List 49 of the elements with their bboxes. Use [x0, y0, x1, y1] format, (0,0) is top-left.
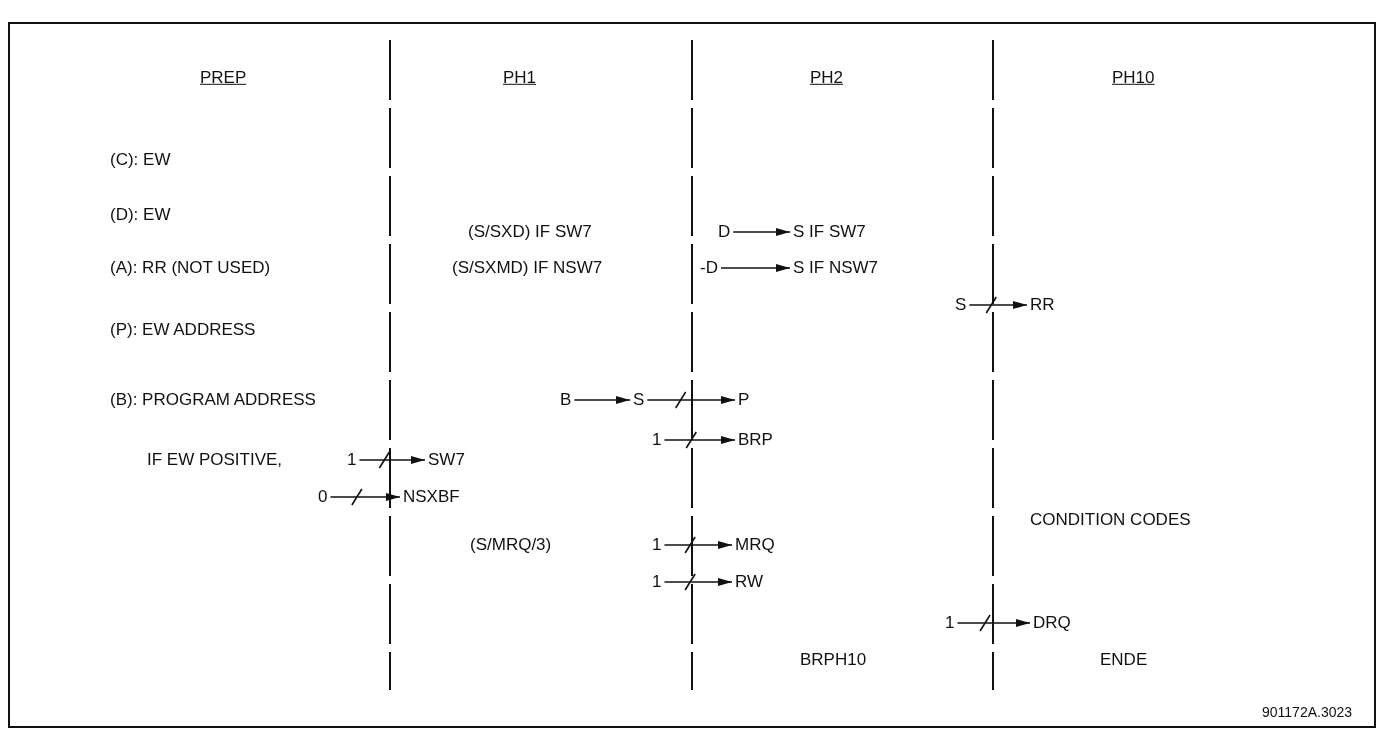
- condition-note: (S/SXD) IF SW7: [468, 221, 592, 243]
- signal-name: B: [560, 389, 572, 411]
- signal-name: NSXBF: [403, 486, 460, 508]
- condition-note: IF EW POSITIVE,: [147, 449, 283, 471]
- register-note: (A): RR (NOT USED): [110, 257, 271, 279]
- step-note: ENDE: [1100, 649, 1148, 671]
- signal-name: S: [955, 294, 967, 316]
- signal-name: S IF SW7: [793, 221, 866, 243]
- condition-note: (S/SXMD) IF NSW7: [452, 257, 603, 279]
- arrow: [663, 573, 733, 591]
- signal-name: S: [633, 389, 645, 411]
- signal-name: 1: [347, 449, 357, 471]
- arrow: [663, 431, 736, 449]
- signal-name: 1: [945, 612, 955, 634]
- arrow: [968, 296, 1028, 314]
- register-note: (C): EW: [110, 149, 171, 171]
- signal-name: DRQ: [1033, 612, 1071, 634]
- signal-name: D: [718, 221, 731, 243]
- signal-name: -D: [700, 257, 718, 279]
- phase-heading: PREP: [200, 67, 247, 89]
- arrow: [720, 264, 791, 272]
- arrow: [573, 396, 631, 404]
- signal-name: MRQ: [735, 534, 775, 556]
- signal-name: 1: [652, 534, 662, 556]
- register-note: (S/MRQ/3): [470, 534, 552, 556]
- signal-name: S IF NSW7: [793, 257, 878, 279]
- step-note: BRPH10: [800, 649, 867, 671]
- signal-name: RW: [735, 571, 763, 593]
- condition-note: CONDITION CODES: [1030, 509, 1191, 531]
- signal-name: P: [738, 389, 750, 411]
- figure-number: 901172A.3023: [1262, 703, 1353, 721]
- phase-heading: PH2: [810, 67, 844, 89]
- register-note: (D): EW: [110, 204, 171, 226]
- arrow: [663, 536, 733, 554]
- arrow: [329, 488, 401, 506]
- phase-heading: PH10: [1112, 67, 1155, 89]
- arrow: [358, 451, 426, 469]
- register-note: (P): EW ADDRESS: [110, 319, 256, 341]
- signal-name: RR: [1030, 294, 1055, 316]
- signal-name: 1: [652, 571, 662, 593]
- phase-heading: PH1: [503, 67, 537, 89]
- arrow: [646, 391, 736, 409]
- signal-name: 0: [318, 486, 328, 508]
- signal-name: BRP: [738, 429, 773, 451]
- signal-name: 1: [652, 429, 662, 451]
- register-note: (B): PROGRAM ADDRESS: [110, 389, 316, 411]
- signal-name: SW7: [428, 449, 465, 471]
- arrow: [956, 614, 1031, 632]
- arrow: [732, 228, 791, 236]
